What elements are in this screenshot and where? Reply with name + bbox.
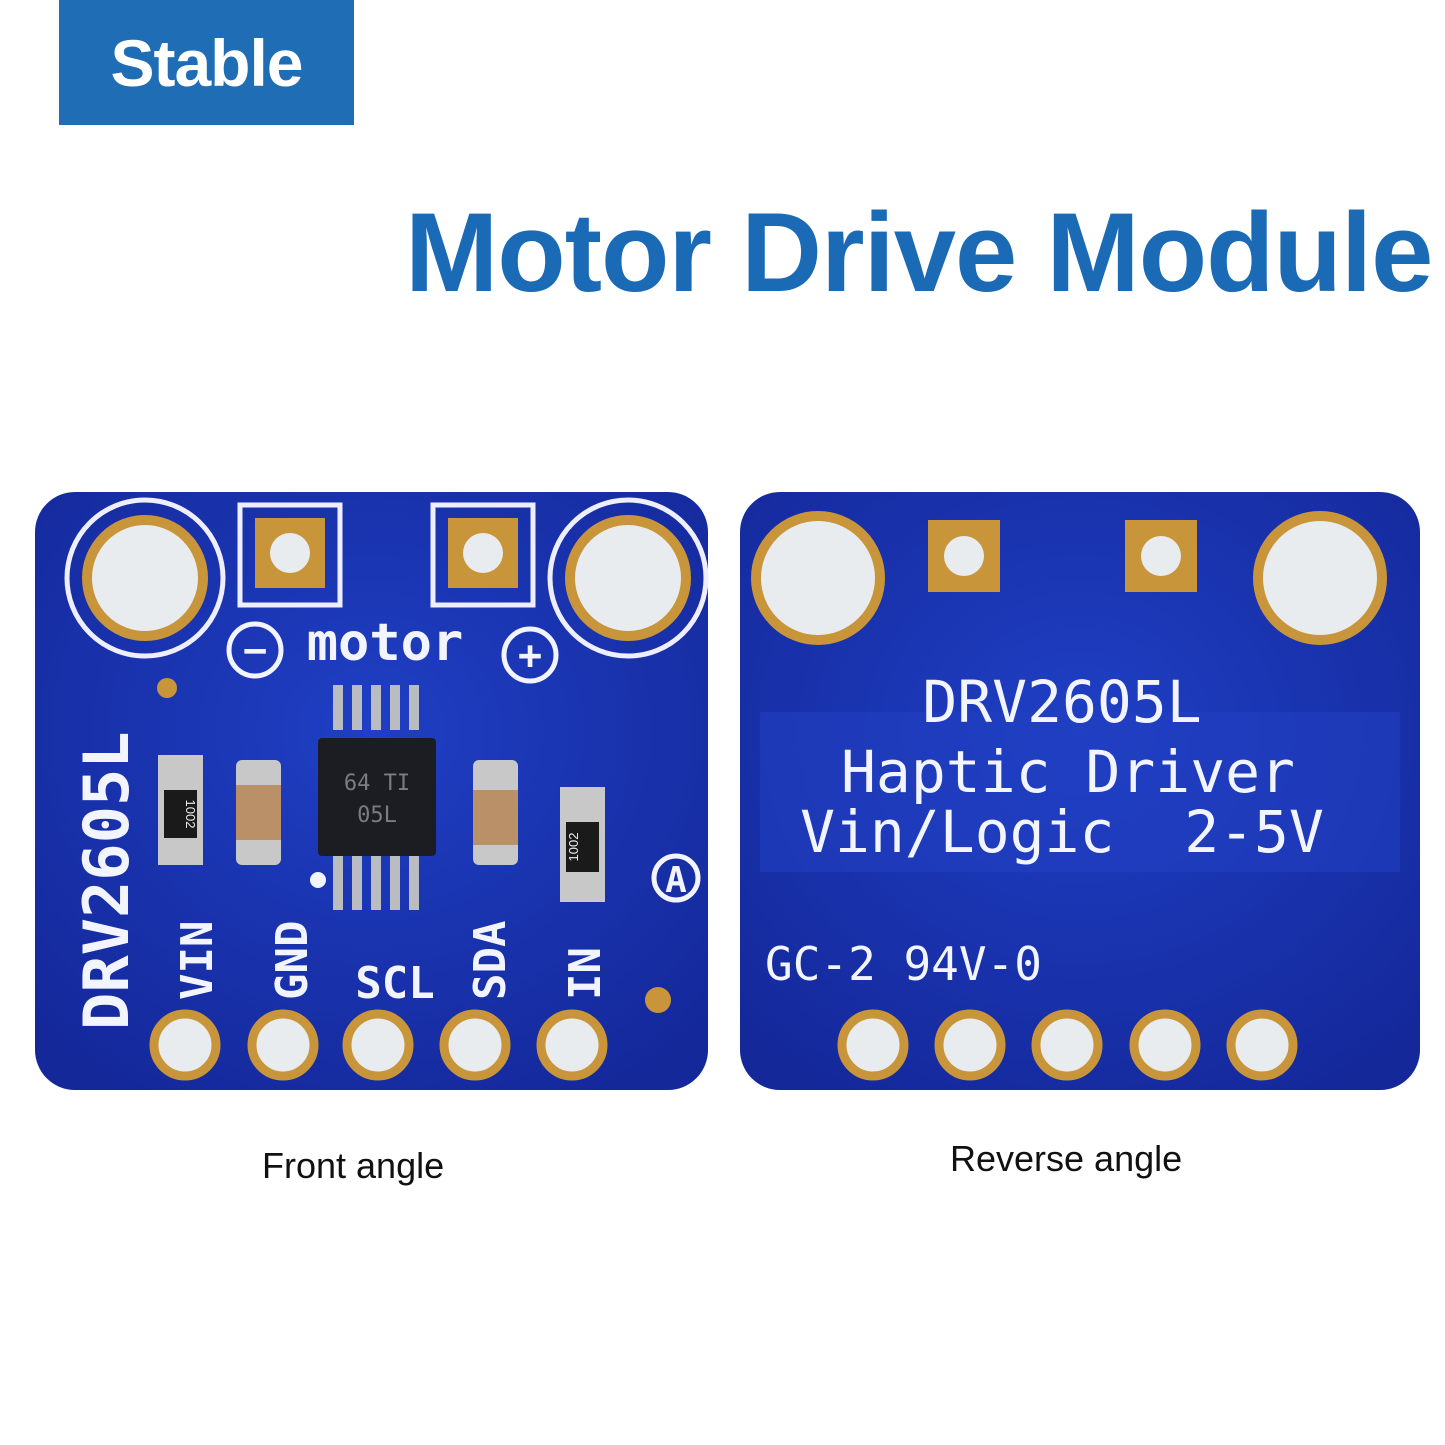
- mount-hole: [1253, 511, 1387, 645]
- chip-marking-2: 05L: [357, 803, 397, 828]
- motor-label: motor: [307, 613, 464, 673]
- board-name: DRV2605L: [70, 731, 143, 1030]
- back-line-2: Haptic Driver: [841, 738, 1295, 806]
- chip-marking-1: 64 TI: [344, 771, 410, 796]
- driver-chip: 64 TI 05L: [318, 685, 436, 910]
- pin-label: VIN: [172, 921, 223, 1000]
- badge-label: Stable: [110, 25, 303, 100]
- front-caption: Front angle: [262, 1145, 445, 1186]
- mount-hole: [82, 515, 208, 641]
- minus-label: −: [243, 628, 267, 674]
- capacitor: [473, 760, 518, 865]
- back-board: DRV2605L Haptic Driver Vin/Logic 2-5V GC…: [740, 492, 1420, 1090]
- pin-label: SDA: [465, 921, 516, 1000]
- resistor: 1002: [560, 787, 605, 902]
- pin-label: GND: [267, 921, 318, 1000]
- stable-badge: Stable: [59, 0, 354, 125]
- header-pads: [149, 1009, 608, 1081]
- svg-text:1002: 1002: [183, 800, 198, 829]
- header-pads: [837, 1009, 1298, 1081]
- back-line-4: GC-2 94V-0: [765, 937, 1042, 991]
- page-title: Motor Drive Module: [405, 190, 1433, 315]
- reverse-caption: Reverse angle: [950, 1138, 1183, 1179]
- back-line-3: Vin/Logic 2-5V: [800, 798, 1324, 866]
- mount-hole: [565, 515, 691, 641]
- capacitor: [236, 760, 281, 865]
- plus-label: +: [518, 633, 542, 679]
- back-line-1: DRV2605L: [922, 668, 1201, 736]
- svg-text:1002: 1002: [566, 833, 581, 862]
- mark-a: A: [665, 860, 687, 901]
- front-board: − motor + DRV2605L 64 TI 05L 1002 1002 A…: [35, 492, 709, 1090]
- resistor: 1002: [158, 755, 203, 865]
- pin-label: IN: [560, 947, 611, 1000]
- pin-label: SCL: [355, 958, 434, 1009]
- mount-hole: [751, 511, 885, 645]
